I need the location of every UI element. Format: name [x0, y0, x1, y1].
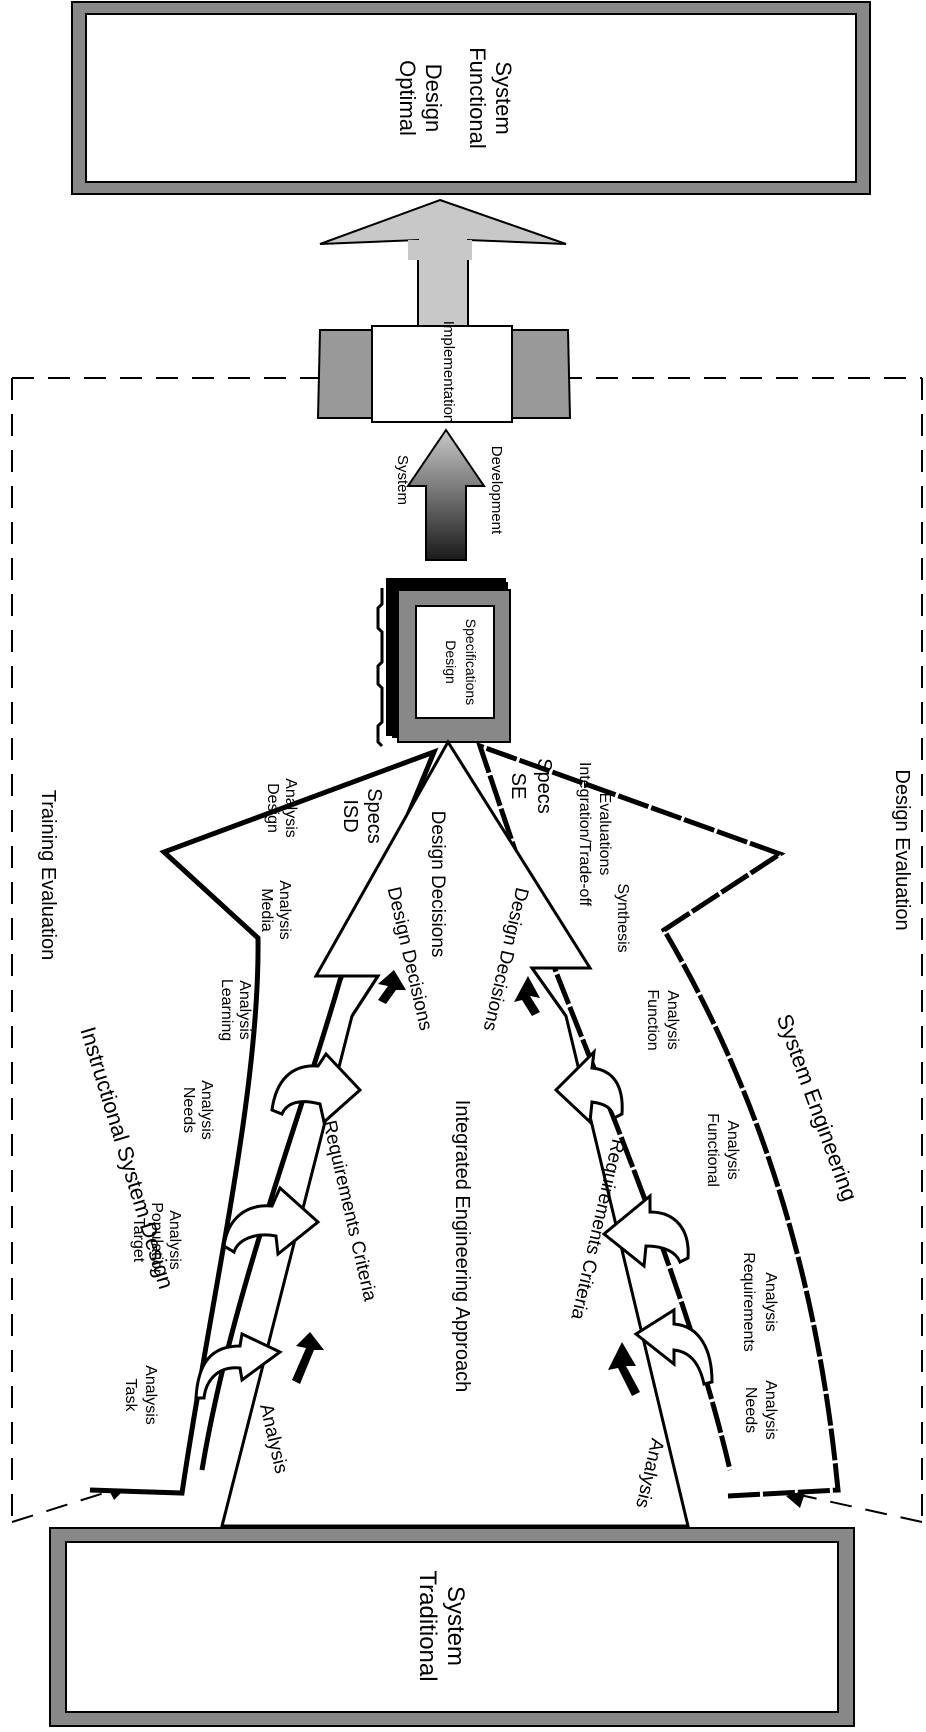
se-step-needs: Needs Analysis	[742, 1380, 779, 1440]
isd-feed-arrows	[194, 1051, 363, 1400]
svg-text:Media: Media	[258, 888, 275, 932]
traditional-system-label: Traditional System	[414, 1570, 469, 1681]
svg-text:SE: SE	[507, 773, 529, 800]
svg-text:Function: Function	[644, 989, 661, 1050]
svg-text:Design: Design	[421, 64, 446, 132]
isd-step-learning: Learning Analysis	[218, 979, 253, 1041]
se-title: System Engineering	[772, 1011, 863, 1205]
svg-text:Population: Population	[148, 1202, 165, 1278]
traditional-system-box	[49, 1527, 855, 1727]
svg-text:ISD: ISD	[339, 799, 361, 832]
svg-text:Analysis: Analysis	[762, 1380, 779, 1440]
top-design-decisions-label: Design Decisions	[427, 811, 448, 958]
isd-step-needs: Needs Analysis	[180, 1080, 215, 1140]
isd-steps: Task Analysis Target Population Analysis…	[122, 778, 299, 1425]
svg-text:Synthesis: Synthesis	[614, 883, 631, 952]
svg-text:Analysis: Analysis	[276, 880, 293, 940]
system-development-label: System Development	[394, 446, 505, 535]
se-feed-arrows	[553, 1047, 714, 1386]
svg-text:Analysis: Analysis	[724, 1120, 741, 1180]
svg-text:Optimal: Optimal	[395, 60, 420, 136]
svg-text:Specifications: Specifications	[463, 619, 479, 705]
se-step-function: Function Analysis	[644, 989, 681, 1050]
design-specifications-label: Design Specifications	[443, 619, 479, 705]
svg-text:System: System	[491, 61, 516, 134]
isd-step-target-population: Target Population Analysis	[130, 1202, 183, 1278]
svg-text:Target: Target	[130, 1218, 147, 1263]
svg-text:Analysis: Analysis	[198, 1080, 215, 1140]
integrated-engineering-triangle	[220, 739, 690, 1528]
isd-step-task: Task Analysis	[122, 1365, 159, 1425]
svg-text:Needs: Needs	[742, 1387, 759, 1433]
svg-text:System: System	[442, 1586, 469, 1666]
implementation-block	[316, 198, 572, 423]
implementation-label: Implementation	[440, 321, 457, 424]
svg-text:Evaluations: Evaluations	[596, 793, 613, 876]
svg-text:Needs: Needs	[180, 1087, 197, 1133]
optimal-system-label: Optimal Design Functional System	[395, 47, 516, 149]
svg-text:Analysis: Analysis	[236, 980, 253, 1040]
svg-text:Specs: Specs	[533, 758, 555, 814]
svg-text:Functional: Functional	[704, 1113, 721, 1187]
svg-text:Analysis: Analysis	[282, 778, 299, 838]
evaluation-frame	[11, 377, 923, 1523]
svg-text:Analysis: Analysis	[166, 1210, 183, 1270]
se-specs-label: SE Specs	[507, 758, 555, 814]
svg-text:Development: Development	[488, 446, 505, 535]
svg-text:Requirements: Requirements	[740, 1252, 757, 1352]
svg-text:Learning: Learning	[218, 979, 235, 1041]
system-development-arrow	[406, 428, 486, 561]
svg-text:Integration/Trade-off: Integration/Trade-off	[576, 762, 593, 907]
svg-text:Analysis: Analysis	[664, 990, 681, 1050]
svg-text:Design: Design	[443, 640, 459, 684]
se-step-synthesis: Synthesis	[614, 883, 631, 952]
svg-text:Analysis: Analysis	[762, 1272, 779, 1332]
isd-step-design: Design Analysis	[264, 778, 299, 838]
svg-text:Functional: Functional	[465, 47, 490, 149]
training-evaluation-label: Training Evaluation	[37, 790, 59, 960]
se-step-functional: Functional Analysis	[704, 1113, 741, 1187]
svg-text:Traditional: Traditional	[414, 1570, 441, 1681]
right-pointer-arrows	[514, 976, 640, 1396]
isd-step-media: Media Analysis	[258, 880, 293, 940]
svg-text:Design: Design	[264, 783, 281, 833]
se-steps: Needs Analysis Requirements Analysis Fun…	[576, 762, 779, 1440]
optimal-system-box	[71, 1, 871, 195]
integrated-approach-label: Integrated Engineering Approach	[451, 1100, 473, 1392]
left-pointer-arrows	[292, 970, 406, 1384]
svg-text:Specs: Specs	[363, 788, 385, 844]
design-specifications-stack	[376, 578, 511, 748]
svg-text:Task: Task	[122, 1379, 139, 1413]
svg-text:System: System	[394, 455, 411, 505]
se-step-requirements: Requirements Analysis	[740, 1252, 779, 1352]
svg-text:Analysis: Analysis	[142, 1365, 159, 1425]
design-evaluation-label: Design Evaluation	[891, 769, 913, 930]
isd-specs-label: ISD Specs	[339, 788, 385, 844]
se-step-integration: Integration/Trade-off Evaluations	[576, 762, 613, 907]
